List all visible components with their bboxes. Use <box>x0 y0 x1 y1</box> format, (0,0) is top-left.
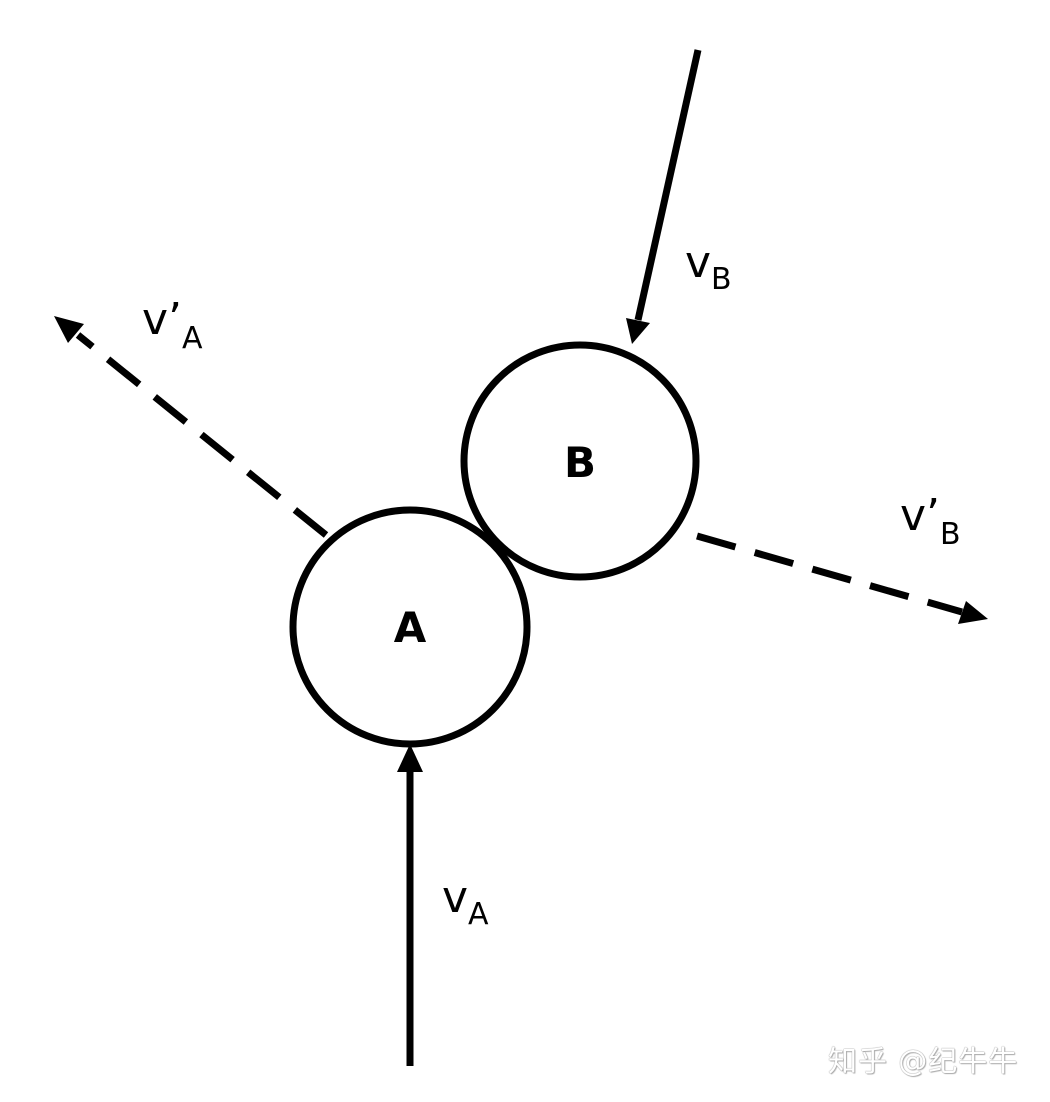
velocity-a-arrowhead <box>397 744 423 772</box>
velocity-b-label-sub: B <box>711 262 732 297</box>
velocity-b-prime-label-main: v’ <box>900 490 940 541</box>
velocity-a-prime-label-main: v’ <box>142 294 182 345</box>
ball-b-label: B <box>564 438 596 487</box>
ball-a: A <box>289 506 531 748</box>
velocity-b-label: vB <box>685 237 732 297</box>
ball-a-label: A <box>394 603 427 652</box>
velocity-b-prime-label: v’B <box>900 490 961 552</box>
velocity-b-prime-label-sub: B <box>940 517 961 552</box>
velocity-b-prime-shaft <box>696 532 963 616</box>
velocity-b-prime-arrowhead <box>958 601 988 624</box>
velocity-a-prime-arrow <box>54 316 329 538</box>
velocity-a-label: vA <box>442 872 489 932</box>
velocity-b-shaft <box>634 49 702 321</box>
velocity-a-arrow <box>397 744 423 1066</box>
velocity-a-label-main: v <box>442 872 468 923</box>
velocity-b-arrow <box>626 49 702 344</box>
velocity-a-prime-shaft <box>75 332 329 538</box>
watermark: 知乎 @纪牛牛 <box>828 1044 1019 1078</box>
ball-b-circle <box>460 341 700 581</box>
velocity-a-prime-arrowhead <box>54 316 84 343</box>
ball-b: B <box>460 341 700 581</box>
velocity-b-prime-arrow <box>696 532 988 624</box>
velocity-a-prime-label-sub: A <box>182 321 203 356</box>
velocity-b-arrowhead <box>626 318 650 344</box>
velocity-b-label-main: v <box>685 237 711 288</box>
velocity-a-prime-label: v’A <box>142 294 203 356</box>
velocity-a-label-sub: A <box>468 897 489 932</box>
